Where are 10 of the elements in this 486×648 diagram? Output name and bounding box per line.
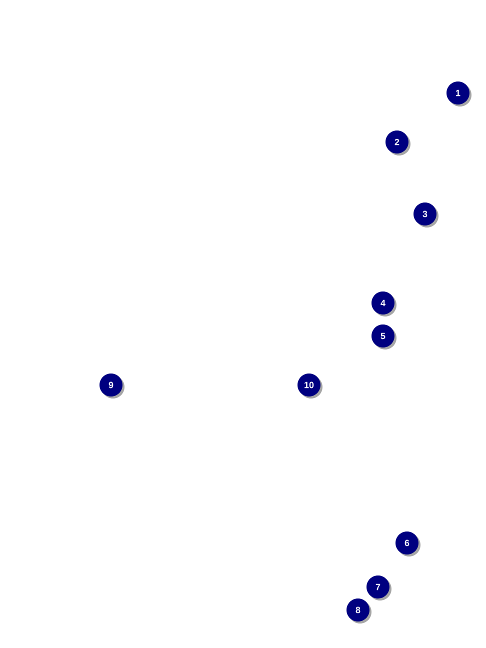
callout-number: 3 [414, 202, 438, 228]
callout-number: 8 [346, 598, 372, 624]
callout-number: 9 [100, 374, 124, 398]
callout-number: 2 [386, 130, 410, 156]
callout-number: 10 [298, 374, 322, 398]
callout-number: 6 [396, 532, 420, 556]
callout-number: 1 [446, 82, 472, 106]
callout-number: 4 [372, 292, 396, 316]
callout-number: 5 [372, 324, 396, 350]
callout-number: 7 [366, 576, 392, 600]
